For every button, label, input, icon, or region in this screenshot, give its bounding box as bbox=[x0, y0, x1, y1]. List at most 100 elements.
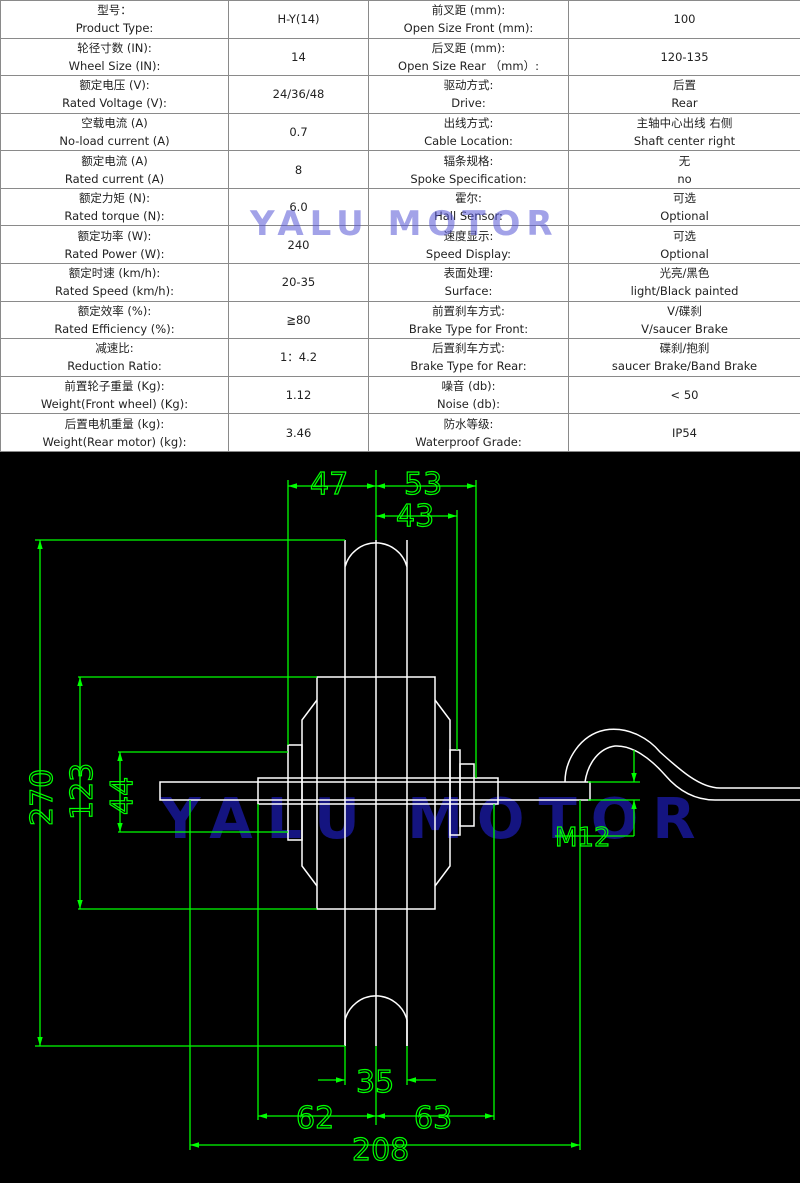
torque-arm-top bbox=[565, 729, 800, 788]
spec-value-line: Rear bbox=[569, 94, 800, 112]
spec-label-line: Weight(Front wheel) (Kg): bbox=[1, 395, 228, 413]
spec-value-line: V/saucer Brake bbox=[569, 320, 800, 338]
spec-value-line: 可选 bbox=[569, 227, 800, 245]
dim-bottom-right-label: 63 bbox=[414, 1101, 452, 1136]
spec-label-line: Cable Location: bbox=[369, 132, 568, 150]
spec-label-line: 表面处理: bbox=[369, 264, 568, 282]
spec-label-line: Rated Speed (km/h): bbox=[1, 282, 228, 300]
spec-value-line: 0.7 bbox=[229, 123, 368, 141]
spec-label-line: Wheel Size (IN): bbox=[1, 57, 228, 75]
spec-label-line: Reduction Ratio: bbox=[1, 357, 228, 375]
spec-value-line: 120-135 bbox=[569, 48, 800, 66]
spec-label-line: Product Type: bbox=[1, 19, 228, 37]
spec-label-line: Rated Power (W): bbox=[1, 245, 228, 263]
spec-label-line: Rated torque (N): bbox=[1, 207, 228, 225]
spec-label-line: 前置轮子重量 (Kg): bbox=[1, 377, 228, 395]
spec-value-line: Optional bbox=[569, 245, 800, 263]
spec-label-line: 额定电流 (A) bbox=[1, 152, 228, 170]
spec-label: 后置刹车方式:Brake Type for Rear: bbox=[369, 339, 569, 377]
spec-label: 前叉距 (mm):Open Size Front (mm): bbox=[369, 1, 569, 39]
spec-label-line: 减速比: bbox=[1, 339, 228, 357]
spec-value: 8 bbox=[229, 151, 369, 189]
dim-thread-label: M12 bbox=[555, 823, 611, 853]
spec-value-line: no bbox=[569, 170, 800, 188]
spec-label-line: 后置刹车方式: bbox=[369, 339, 568, 357]
spec-value-line: 碟刹/抱刹 bbox=[569, 339, 800, 357]
spec-label-line: Surface: bbox=[369, 282, 568, 300]
drawing-canvas: YALU MOTOR bbox=[0, 452, 800, 1183]
spec-label-line: 额定功率 (W): bbox=[1, 227, 228, 245]
spec-label-line: 额定电压 (V): bbox=[1, 76, 228, 94]
spec-value-line: 100 bbox=[569, 10, 800, 28]
spec-label: 型号：Product Type: bbox=[1, 1, 229, 39]
spec-value-line: IP54 bbox=[569, 424, 800, 442]
spec-label: 轮径寸数 (IN):Wheel Size (IN): bbox=[1, 38, 229, 76]
spec-label-line: 辐条规格: bbox=[369, 152, 568, 170]
dim-top-left-label: 47 bbox=[310, 467, 348, 502]
spec-value: 1：4.2 bbox=[229, 339, 369, 377]
spec-row: 后置电机重量 (kg):Weight(Rear motor) (kg):3.46… bbox=[1, 414, 800, 452]
watermark-top: YALU MOTOR bbox=[250, 204, 559, 244]
dim-top-inner-label: 43 bbox=[396, 499, 434, 534]
spec-label: 前置刹车方式:Brake Type for Front: bbox=[369, 301, 569, 339]
dim-height-hub-label: 123 bbox=[65, 763, 100, 820]
spec-label-line: Open Size Front (mm): bbox=[369, 19, 568, 37]
spec-label: 驱动方式:Drive: bbox=[369, 76, 569, 114]
spec-value-line: 无 bbox=[569, 152, 800, 170]
spec-value-line: < 50 bbox=[569, 386, 800, 404]
spec-value: 120-135 bbox=[569, 38, 800, 76]
motor-drawing: YALU MOTOR bbox=[0, 452, 800, 1183]
spec-label-line: 前置刹车方式: bbox=[369, 302, 568, 320]
spec-label-line: 出线方式: bbox=[369, 114, 568, 132]
spec-label: 防水等级:Waterproof Grade: bbox=[369, 414, 569, 452]
spec-value-line: 光亮/黑色 bbox=[569, 264, 800, 282]
spec-label-line: Brake Type for Rear: bbox=[369, 357, 568, 375]
spec-label: 额定效率 (%):Rated Efficiency (%): bbox=[1, 301, 229, 339]
spec-value-line: 24/36/48 bbox=[229, 85, 368, 103]
spec-value: 100 bbox=[569, 1, 800, 39]
spec-value-line: 8 bbox=[229, 161, 368, 179]
spec-label: 额定功率 (W):Rated Power (W): bbox=[1, 226, 229, 264]
spec-label-line: 后叉距 (mm): bbox=[369, 39, 568, 57]
spec-value: 1.12 bbox=[229, 376, 369, 414]
spec-label-line: 后置电机重量 (kg): bbox=[1, 415, 228, 433]
spec-label-line: Speed Display: bbox=[369, 245, 568, 263]
spec-value-line: 后置 bbox=[569, 76, 800, 94]
dim-height-flange-label: 44 bbox=[105, 777, 140, 815]
spec-label-line: 额定时速 (km/h): bbox=[1, 264, 228, 282]
spec-label: 额定电流 (A)Rated current (A) bbox=[1, 151, 229, 189]
spec-label: 额定电压 (V):Rated Voltage (V): bbox=[1, 76, 229, 114]
spec-label-line: Drive: bbox=[369, 94, 568, 112]
spec-label: 出线方式:Cable Location: bbox=[369, 113, 569, 151]
spec-value-line: 20-35 bbox=[229, 273, 368, 291]
spec-label-line: Rated Efficiency (%): bbox=[1, 320, 228, 338]
spec-label: 辐条规格:Spoke Specification: bbox=[369, 151, 569, 189]
spec-label: 减速比:Reduction Ratio: bbox=[1, 339, 229, 377]
spec-value: IP54 bbox=[569, 414, 800, 452]
spec-value-line: H-Y(14) bbox=[229, 10, 368, 28]
spec-label-line: 额定效率 (%): bbox=[1, 302, 228, 320]
spec-label-line: Waterproof Grade: bbox=[369, 433, 568, 451]
spec-value-line: 1.12 bbox=[229, 386, 368, 404]
spec-label: 表面处理:Surface: bbox=[369, 264, 569, 302]
spec-label-line: Open Size Rear （mm）: bbox=[369, 57, 568, 75]
dim-bottom-total-label: 208 bbox=[352, 1133, 409, 1168]
dim-top-right-label: 53 bbox=[404, 467, 442, 502]
spec-label-line: 防水等级: bbox=[369, 415, 568, 433]
spec-label: 后叉距 (mm):Open Size Rear （mm）: bbox=[369, 38, 569, 76]
spec-label-line: Rated Voltage (V): bbox=[1, 94, 228, 112]
spec-label-line: 型号： bbox=[1, 1, 228, 19]
watermark-drawing: YALU MOTOR bbox=[159, 787, 709, 852]
